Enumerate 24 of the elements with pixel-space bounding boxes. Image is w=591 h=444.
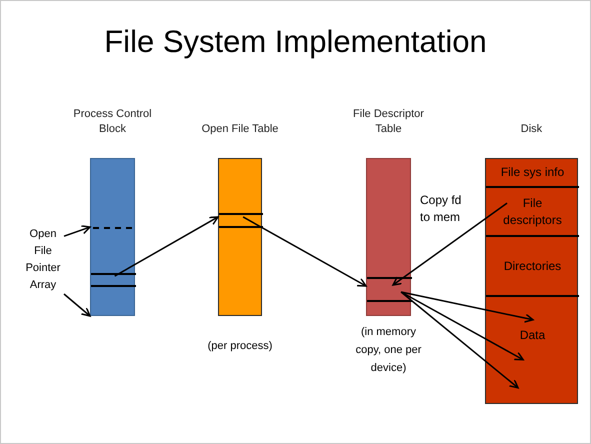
slide-title: File System Implementation [103,23,488,61]
column-heading: Process Control Block [72,107,153,137]
arrow [392,202,508,286]
table-entry [367,277,412,302]
arrow [64,225,91,237]
arrow [114,216,219,277]
arrow [64,293,91,317]
section-label: File sys info [500,164,566,181]
note-text: (in memory copy, one per device) [356,325,422,376]
table-entry [219,213,263,228]
column-heading: File Descriptor Table [352,107,425,137]
column-heading: Disk [520,122,544,137]
edge-label: Copy fd to mem [420,192,474,226]
arrow [242,216,367,287]
arrow [400,291,534,323]
section-label: Data [518,326,546,344]
section-label: Directories [502,258,562,274]
column-heading: Open File Table [200,122,280,137]
note-text: (per process) [206,339,274,354]
arrow [400,291,524,360]
table-entry [91,273,136,287]
section-label: File descriptors [502,194,563,228]
annotation-text: Open File Pointer Array [22,226,64,294]
arrow [400,291,519,389]
